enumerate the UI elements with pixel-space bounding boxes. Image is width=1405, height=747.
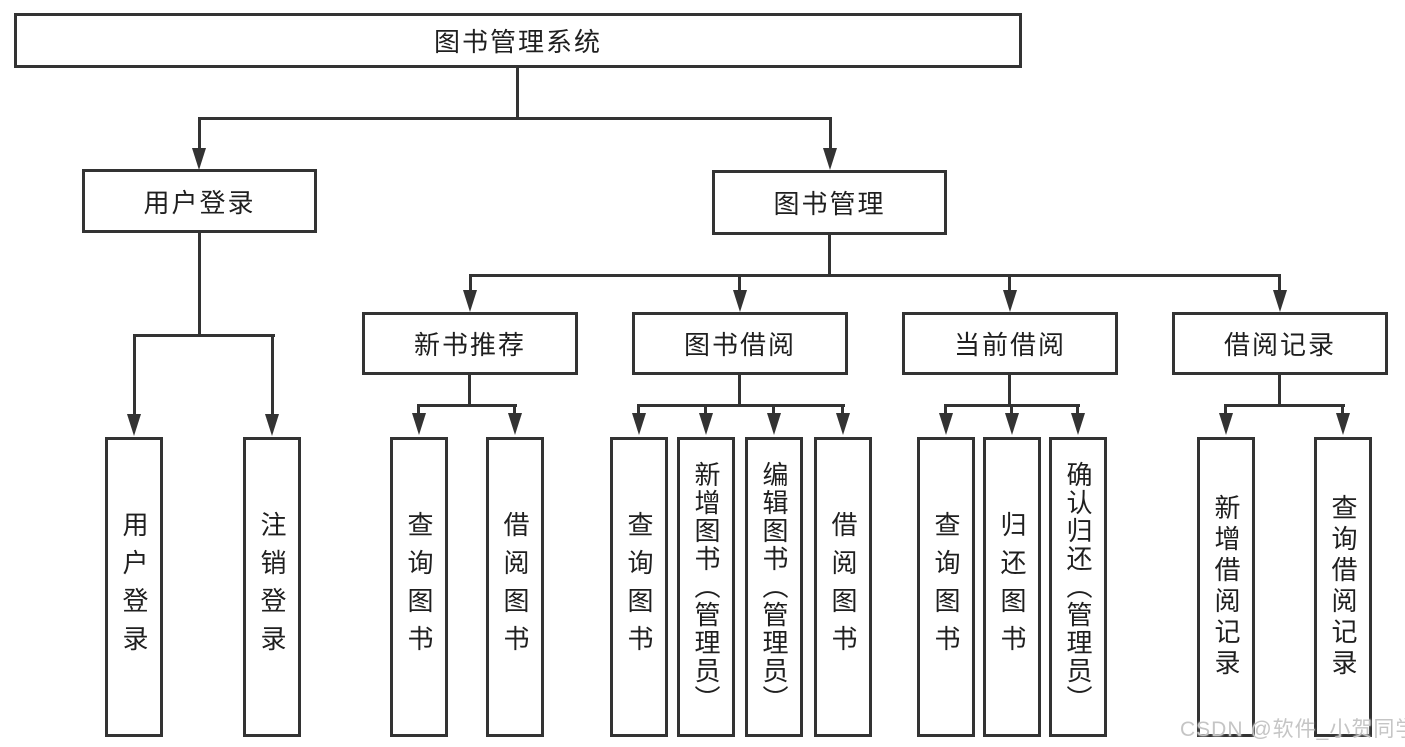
connector-line <box>469 274 1281 277</box>
arrowhead-down-icon <box>1071 413 1085 435</box>
connector-line <box>738 276 741 292</box>
node-label: 图书借阅 <box>683 330 796 360</box>
arrowhead-down-icon <box>1336 413 1350 435</box>
arrowhead-down-icon <box>836 413 850 435</box>
connector-line <box>829 117 832 151</box>
node-label: 图书管理系统 <box>433 27 602 57</box>
connector-line <box>133 336 136 414</box>
connector-line <box>513 406 516 414</box>
connector-line <box>1076 406 1079 414</box>
leaf-confirm-return-admin: 确认归还（管理员） <box>1049 437 1107 737</box>
leaf-label: 确认归还（管理员） <box>1063 461 1093 713</box>
leaf-label: 查询借阅记录 <box>1328 494 1358 680</box>
arrowhead-down-icon <box>767 413 781 435</box>
leaf-label: 新增图书（管理员） <box>691 461 721 713</box>
leaf-label: 用户登录 <box>119 511 149 663</box>
leaf-query-book-recommend: 查询图书 <box>390 437 448 737</box>
arrowhead-down-icon <box>823 148 837 170</box>
leaf-add-borrow-record: 新增借阅记录 <box>1197 437 1255 737</box>
arrowhead-down-icon <box>939 413 953 435</box>
connector-line <box>417 404 517 407</box>
connector-line <box>637 404 845 407</box>
connector-line <box>1008 375 1011 406</box>
node-book-borrowing: 图书借阅 <box>632 312 848 375</box>
connector-line <box>198 117 832 120</box>
connector-line <box>704 406 707 414</box>
leaf-edit-book-admin: 编辑图书（管理员） <box>745 437 803 737</box>
leaf-label: 新增借阅记录 <box>1211 494 1241 680</box>
connector-line <box>1278 375 1281 406</box>
connector-line <box>1010 406 1013 414</box>
node-label: 新书推荐 <box>413 330 526 360</box>
connector-line <box>133 334 275 337</box>
leaf-add-book-admin: 新增图书（管理员） <box>677 437 735 737</box>
leaf-borrow-book: 借阅图书 <box>814 437 872 737</box>
node-label: 用户登录 <box>143 187 256 218</box>
leaf-label: 编辑图书（管理员） <box>759 461 789 713</box>
connector-line <box>198 233 201 337</box>
connector-line <box>1224 406 1227 414</box>
connector-line <box>828 235 831 276</box>
leaf-label: 归还图书 <box>997 511 1027 663</box>
connector-line <box>944 406 947 414</box>
leaf-borrow-book-recommend: 借阅图书 <box>486 437 544 737</box>
node-user-login: 用户登录 <box>82 169 317 233</box>
connector-line <box>738 375 741 406</box>
csdn-watermark: CSDN @软件_小贺同学 <box>1180 718 1405 741</box>
connector-line <box>1278 276 1281 292</box>
node-book-management: 图书管理 <box>712 170 947 235</box>
arrowhead-down-icon <box>412 413 426 435</box>
arrowhead-down-icon <box>192 148 206 170</box>
connector-line <box>198 117 201 151</box>
arrowhead-down-icon <box>1003 290 1017 312</box>
leaf-label: 借阅图书 <box>500 511 530 663</box>
leaf-query-book-borrowing: 查询图书 <box>610 437 668 737</box>
node-library-management-system: 图书管理系统 <box>14 13 1022 68</box>
connector-line <box>469 276 472 292</box>
arrowhead-down-icon <box>699 413 713 435</box>
leaf-return-book: 归还图书 <box>983 437 1041 737</box>
connector-line <box>271 336 274 414</box>
leaf-label: 注销登录 <box>257 511 287 663</box>
arrowhead-down-icon <box>265 414 279 436</box>
arrowhead-down-icon <box>733 290 747 312</box>
connector-line <box>1008 276 1011 292</box>
arrowhead-down-icon <box>508 413 522 435</box>
arrowhead-down-icon <box>1273 290 1287 312</box>
connector-line <box>516 68 519 118</box>
node-borrowing-records: 借阅记录 <box>1172 312 1388 375</box>
leaf-user-login: 用户登录 <box>105 437 163 737</box>
arrowhead-down-icon <box>632 413 646 435</box>
connector-line <box>1224 404 1345 407</box>
leaf-label: 查询图书 <box>624 511 654 663</box>
leaf-query-borrow-record: 查询借阅记录 <box>1314 437 1372 737</box>
arrowhead-down-icon <box>463 290 477 312</box>
arrowhead-down-icon <box>127 414 141 436</box>
connector-line <box>944 404 1080 407</box>
connector-line <box>772 406 775 414</box>
node-label: 借阅记录 <box>1223 330 1336 360</box>
connector-line <box>841 406 844 414</box>
leaf-label: 借阅图书 <box>828 511 858 663</box>
connector-line <box>468 375 471 406</box>
connector-line <box>637 406 640 414</box>
node-current-borrowing: 当前借阅 <box>902 312 1118 375</box>
leaf-logout: 注销登录 <box>243 437 301 737</box>
leaf-query-book-current: 查询图书 <box>917 437 975 737</box>
leaf-label: 查询图书 <box>404 511 434 663</box>
node-label: 图书管理 <box>773 189 886 219</box>
node-label: 当前借阅 <box>953 330 1066 360</box>
connector-line <box>417 406 420 414</box>
node-new-book-recommend: 新书推荐 <box>362 312 578 375</box>
arrowhead-down-icon <box>1219 413 1233 435</box>
arrowhead-down-icon <box>1005 413 1019 435</box>
connector-line <box>1341 406 1344 414</box>
leaf-label: 查询图书 <box>931 511 961 663</box>
